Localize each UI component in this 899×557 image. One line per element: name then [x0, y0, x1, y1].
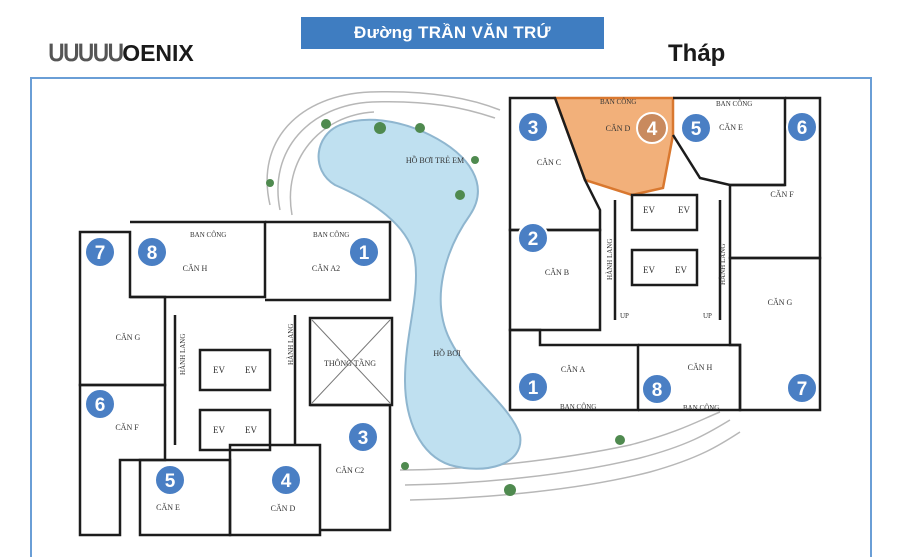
tower-right-title: Tháp — [668, 40, 726, 67]
svg-text:BAN CÔNG: BAN CÔNG — [716, 100, 752, 108]
svg-text:CĂN A2: CĂN A2 — [312, 264, 340, 273]
svg-text:6: 6 — [797, 118, 808, 139]
svg-text:BAN CÔNG: BAN CÔNG — [683, 404, 719, 412]
svg-text:EV: EV — [245, 365, 257, 375]
svg-text:UP: UP — [703, 312, 712, 320]
svg-text:HÀNH LANG: HÀNH LANG — [179, 334, 187, 375]
left-badge-5[interactable]: 5 — [154, 464, 186, 496]
right-badge-2[interactable]: 2 — [517, 222, 549, 254]
svg-text:CĂN H: CĂN H — [183, 264, 208, 273]
svg-text:CĂN D: CĂN D — [606, 124, 631, 133]
svg-text:CĂN B: CĂN B — [545, 268, 569, 277]
svg-text:CĂN E: CĂN E — [719, 123, 743, 132]
svg-text:5: 5 — [165, 471, 176, 492]
svg-text:4: 4 — [281, 471, 292, 492]
pool-kids-label: HỒ BƠI TRẺ EM — [406, 155, 464, 165]
left-unit-badges: 1 3 4 5 6 7 8 — [84, 236, 380, 496]
svg-text:CĂN D: CĂN D — [271, 504, 296, 513]
svg-text:CĂN E: CĂN E — [156, 503, 180, 512]
left-tower — [78, 220, 394, 537]
svg-text:CĂN H: CĂN H — [688, 363, 713, 372]
svg-text:6: 6 — [95, 395, 106, 416]
svg-text:HÀNH LANG: HÀNH LANG — [287, 324, 295, 365]
right-unit-badges: 1 2 3 4 5 6 7 8 — [517, 111, 818, 405]
right-tower — [508, 96, 822, 412]
svg-text:3: 3 — [358, 428, 369, 449]
right-badge-5[interactable]: 5 — [680, 112, 712, 144]
svg-text:EV: EV — [643, 205, 655, 215]
floor-plan: HỒ BƠI TRẺ EM HỒ BƠI THÔNG TẦNG EV EV EV… — [78, 90, 822, 537]
svg-text:1: 1 — [528, 378, 539, 399]
left-thong-tang — [311, 319, 391, 404]
left-badge-1[interactable]: 1 — [348, 236, 380, 268]
left-badge-4[interactable]: 4 — [270, 464, 302, 496]
left-badge-8[interactable]: 8 — [136, 236, 168, 268]
right-unit-names: CĂN A CĂN B CĂN C CĂN D CĂN E CĂN F CĂN … — [537, 123, 794, 374]
svg-text:BAN CÔNG: BAN CÔNG — [313, 231, 349, 239]
left-unit-names: CĂN A2 CĂN C2 CĂN D CĂN E CĂN F CĂN G CĂ… — [115, 264, 364, 513]
svg-text:BAN CÔNG: BAN CÔNG — [600, 98, 636, 106]
street-banner: Đường TRẦN VĂN TRỨ — [301, 17, 604, 49]
right-badge-7[interactable]: 7 — [786, 372, 818, 404]
svg-text:8: 8 — [652, 380, 663, 401]
pool — [317, 118, 522, 470]
svg-text:CĂN F: CĂN F — [770, 190, 794, 199]
right-badge-8[interactable]: 8 — [641, 373, 673, 405]
left-badge-6[interactable]: 6 — [84, 388, 116, 420]
svg-text:5: 5 — [691, 119, 702, 140]
svg-text:4: 4 — [647, 119, 658, 140]
svg-text:BAN CÔNG: BAN CÔNG — [190, 231, 226, 239]
svg-text:EV: EV — [213, 425, 225, 435]
street-name: Đường TRẦN VĂN TRỨ — [354, 23, 551, 42]
svg-text:BAN CÔNG: BAN CÔNG — [560, 403, 596, 411]
right-badge-6[interactable]: 6 — [786, 111, 818, 143]
pool-label: HỒ BƠI — [433, 348, 461, 358]
left-ev-labels: EV EV EV EV HÀNH LANG HÀNH LANG BAN CÔNG… — [179, 231, 349, 435]
right-badge-3[interactable]: 3 — [517, 111, 549, 143]
garden-walkways — [266, 90, 741, 501]
svg-text:EV: EV — [675, 265, 687, 275]
svg-text:7: 7 — [797, 379, 808, 400]
svg-text:8: 8 — [147, 243, 158, 264]
right-badge-4[interactable]: 4 — [636, 112, 668, 144]
svg-text:7: 7 — [95, 243, 106, 264]
svg-text:HÀNH LANG: HÀNH LANG — [606, 239, 614, 280]
trees — [266, 119, 625, 496]
svg-text:1: 1 — [359, 243, 370, 264]
svg-text:EV: EV — [678, 205, 690, 215]
right-badge-1[interactable]: 1 — [517, 371, 549, 403]
svg-text:UP: UP — [620, 312, 629, 320]
svg-text:CĂN A: CĂN A — [561, 365, 585, 374]
right-ev-labels: EV EV EV EV HÀNH LANG HÀNH LANG BAN CÔNG… — [560, 98, 752, 412]
thong-tang-label: THÔNG TẦNG — [324, 358, 376, 368]
svg-text:EV: EV — [213, 365, 225, 375]
svg-text:CĂN G: CĂN G — [768, 298, 793, 307]
left-badge-7[interactable]: 7 — [84, 236, 116, 268]
left-badge-3[interactable]: 3 — [347, 421, 379, 453]
svg-text:CĂN C: CĂN C — [537, 158, 561, 167]
svg-text:EV: EV — [245, 425, 257, 435]
svg-text:2: 2 — [528, 229, 539, 250]
svg-text:CĂN F: CĂN F — [115, 423, 139, 432]
tower-left-title: ᑌᑌᑌᑌᑌOENIX — [48, 40, 194, 66]
plan-frame — [30, 77, 872, 557]
svg-text:HÀNH LANG: HÀNH LANG — [719, 244, 727, 285]
tower-left-name: OENIX — [122, 40, 194, 66]
svg-text:CĂN G: CĂN G — [116, 333, 141, 342]
svg-text:CĂN C2: CĂN C2 — [336, 466, 364, 475]
svg-text:3: 3 — [528, 118, 539, 139]
svg-text:EV: EV — [643, 265, 655, 275]
